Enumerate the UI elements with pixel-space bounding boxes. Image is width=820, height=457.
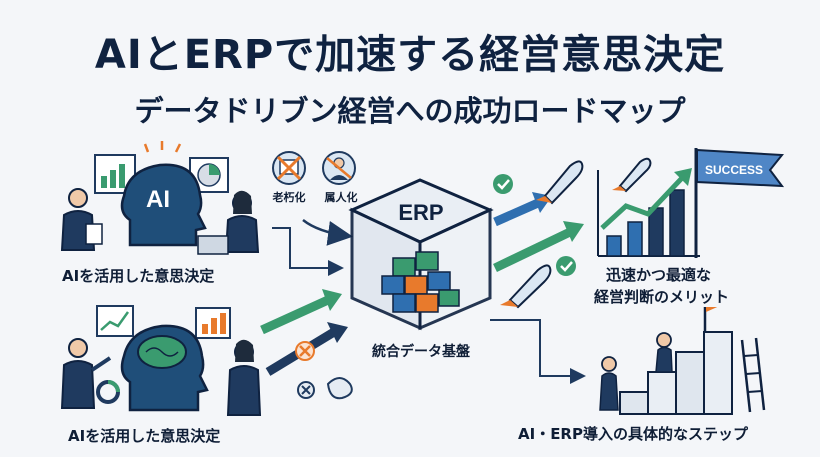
flag-text: SUCCESS <box>705 163 763 177</box>
erp-label: ERP <box>398 200 443 225</box>
legacy-system-icon <box>272 151 306 185</box>
bar-board-icon-2 <box>195 307 231 339</box>
ai-badge: AI <box>146 186 170 213</box>
bar-board-icon <box>96 305 134 337</box>
climber-figure <box>655 332 673 373</box>
silo-person-icon <box>322 151 356 185</box>
flow-arrow-top <box>272 227 344 276</box>
page-subtitle: データドリブン経営への成功ロードマップ <box>134 94 686 128</box>
flow-arrow-steps <box>490 319 586 384</box>
check-icon <box>493 174 513 194</box>
personal-label: 属人化 <box>325 190 358 204</box>
success-chart <box>597 168 700 257</box>
platform-label: 統合データ基盤 <box>372 343 471 360</box>
rocket-icon-2 <box>500 264 552 309</box>
data-blocks <box>381 251 460 313</box>
page-title: AIとERPで加速する経営意思決定 <box>94 32 726 78</box>
success-flag: SUCCESS <box>694 148 785 258</box>
issue-arrow <box>302 219 353 246</box>
ai-decision-bottom-scene <box>60 305 262 416</box>
check-icon-2 <box>556 256 576 276</box>
merit-label-line2: 経営判断のメリット <box>594 286 730 307</box>
legacy-label: 老朽化 <box>272 190 306 204</box>
ladder-icon <box>740 337 766 413</box>
businesswoman-figure <box>197 190 260 255</box>
donut-chart-icon <box>96 380 120 404</box>
tangled-data-icon <box>326 377 353 400</box>
ai-head-icon: AI <box>120 141 207 247</box>
brain-head-icon <box>120 324 209 412</box>
erp-cube: ERP <box>348 178 494 331</box>
rocket-icon-3 <box>612 157 652 193</box>
rocket-icon <box>536 160 584 205</box>
x-mark-icon-2 <box>297 381 315 399</box>
ai-decision-label-bottom: AIを活用した意思決定 <box>68 425 221 446</box>
presenter-man-figure <box>60 338 112 409</box>
ai-decision-label-top: AIを活用した意思決定 <box>62 265 215 286</box>
output-arrow-green <box>493 221 584 273</box>
merit-label-line1: 迅速かつ最適な <box>606 264 712 285</box>
x-mark-icon <box>295 341 315 361</box>
presenter-woman-figure <box>226 339 262 416</box>
businessman-figure <box>60 188 103 251</box>
output-arrow-top <box>493 192 552 227</box>
ai-decision-top-scene: AI <box>60 141 260 255</box>
helper-figure <box>599 356 619 411</box>
stairs-icon <box>619 331 733 415</box>
input-arrow-green <box>260 289 342 335</box>
steps-label: AI・ERP導入の具体的なステップ <box>518 423 748 444</box>
